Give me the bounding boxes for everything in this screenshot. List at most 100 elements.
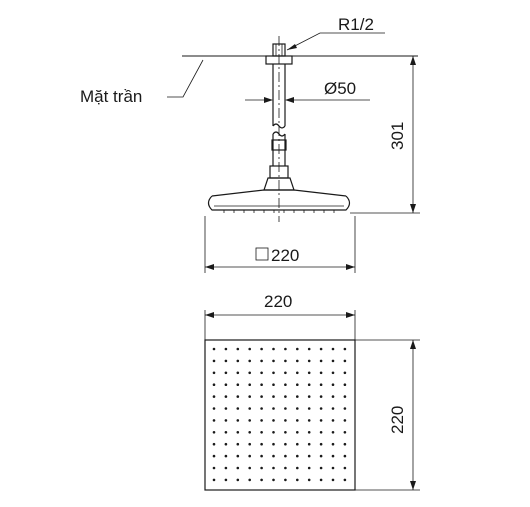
nozzle-dot bbox=[284, 478, 287, 482]
nozzle-dot bbox=[236, 407, 240, 410]
nozzle-dot bbox=[212, 395, 216, 398]
nozzle-dot bbox=[284, 347, 287, 351]
nozzle-dot bbox=[236, 466, 240, 470]
nozzle-dot bbox=[248, 371, 251, 375]
nozzle-dot bbox=[319, 478, 323, 482]
nozzle-dot bbox=[260, 431, 263, 434]
side-nozzle-ticks bbox=[223, 210, 335, 213]
nozzle-dot bbox=[224, 419, 228, 422]
nozzle-dot bbox=[307, 419, 311, 422]
nozzle-dot bbox=[296, 359, 299, 363]
nozzle-dot bbox=[212, 407, 216, 410]
nozzle-dot bbox=[272, 407, 275, 410]
nozzle-dot bbox=[260, 407, 263, 410]
nozzle-dot bbox=[260, 395, 263, 398]
nozzle-dot bbox=[296, 466, 299, 470]
nozzle-dot bbox=[343, 347, 347, 351]
nozzle-dot bbox=[331, 431, 335, 434]
nozzle-dot bbox=[331, 395, 335, 398]
nozzle-dot bbox=[331, 478, 335, 482]
nozzle-dot bbox=[248, 419, 251, 422]
nozzle-dot bbox=[319, 466, 323, 470]
nozzle-dot bbox=[272, 359, 275, 363]
nozzle-dot bbox=[236, 442, 240, 446]
nozzle-dot bbox=[307, 442, 311, 446]
nozzle-dot bbox=[224, 466, 228, 470]
nozzle-dot bbox=[272, 419, 275, 422]
nozzle-dot bbox=[307, 466, 311, 470]
nozzle-dot bbox=[236, 395, 240, 398]
nozzle-dot bbox=[331, 454, 335, 458]
nozzle-dot bbox=[296, 454, 299, 458]
nozzle-dot bbox=[236, 383, 240, 387]
nozzle-dot bbox=[260, 419, 263, 422]
nozzle-dot bbox=[319, 395, 323, 398]
nozzle-dot bbox=[236, 419, 240, 422]
pipe-dim-arrow-left bbox=[264, 97, 273, 103]
nozzle-dot bbox=[307, 359, 311, 363]
width-arrow-right bbox=[346, 312, 355, 318]
nozzle-dot bbox=[343, 383, 347, 387]
thread-label: R1/2 bbox=[338, 15, 374, 34]
nozzle-dot bbox=[260, 442, 263, 446]
nozzle-dot bbox=[307, 431, 311, 434]
nozzle-dot bbox=[260, 347, 263, 351]
head-dim-arrow-right bbox=[346, 264, 355, 270]
nozzle-dot bbox=[331, 359, 335, 363]
nozzle-dot bbox=[272, 466, 275, 470]
nozzle-dot bbox=[260, 371, 263, 375]
nozzle-dot bbox=[248, 359, 251, 363]
nozzle-dot bbox=[343, 466, 347, 470]
nozzle-dot bbox=[331, 347, 335, 351]
nozzle-dot bbox=[319, 407, 323, 410]
nozzle-dot bbox=[236, 454, 240, 458]
nozzle-dot bbox=[307, 347, 311, 351]
nozzle-dot bbox=[284, 442, 287, 446]
depth-label: 220 bbox=[388, 406, 407, 434]
nozzle-dot bbox=[248, 454, 251, 458]
nozzle-dot bbox=[319, 359, 323, 363]
nozzle-dot bbox=[224, 407, 228, 410]
nozzle-dot bbox=[212, 371, 216, 375]
nozzle-dot bbox=[260, 478, 263, 482]
nozzle-dot bbox=[224, 371, 228, 375]
nozzle-dot bbox=[248, 478, 251, 482]
nozzle-dot bbox=[296, 371, 299, 375]
head-size-label: 220 bbox=[271, 246, 299, 265]
nozzle-dot bbox=[284, 371, 287, 375]
nozzle-dot bbox=[296, 407, 299, 410]
nozzle-dot bbox=[343, 431, 347, 434]
nozzle-dot bbox=[343, 454, 347, 458]
shower-head-top-view bbox=[204, 339, 356, 491]
nozzle-dot bbox=[331, 371, 335, 375]
nozzle-dot bbox=[307, 395, 311, 398]
nozzle-dot bbox=[307, 454, 311, 458]
nozzle-dot bbox=[272, 347, 275, 351]
nozzle-dot bbox=[236, 347, 240, 351]
pipe-diameter-label: Ø50 bbox=[324, 79, 356, 98]
nozzle-dot bbox=[296, 478, 299, 482]
nozzle-dot bbox=[272, 371, 275, 375]
nozzle-dot bbox=[224, 431, 228, 434]
nozzle-dot bbox=[260, 359, 263, 363]
nozzle-dot bbox=[331, 407, 335, 410]
nozzle-dot bbox=[248, 442, 251, 446]
nozzle-dot bbox=[296, 347, 299, 351]
nozzle-dot bbox=[212, 347, 216, 351]
nozzle-dot bbox=[319, 371, 323, 375]
nozzle-dot bbox=[296, 419, 299, 422]
square-symbol bbox=[255, 247, 269, 261]
nozzle-dot bbox=[212, 466, 216, 470]
nozzle-dot bbox=[284, 466, 287, 470]
nozzle-dot bbox=[343, 407, 347, 410]
nozzle-dot bbox=[272, 383, 275, 387]
nozzle-dot bbox=[248, 395, 251, 398]
nozzle-dot bbox=[212, 419, 216, 422]
ceiling-leader bbox=[167, 59, 204, 98]
nozzle-dot bbox=[319, 347, 323, 351]
nozzle-dot bbox=[260, 383, 263, 387]
nozzle-dot bbox=[224, 395, 228, 398]
nozzle-dot bbox=[284, 407, 287, 410]
nozzle-dot bbox=[224, 478, 228, 482]
nozzle-dot bbox=[284, 395, 287, 398]
